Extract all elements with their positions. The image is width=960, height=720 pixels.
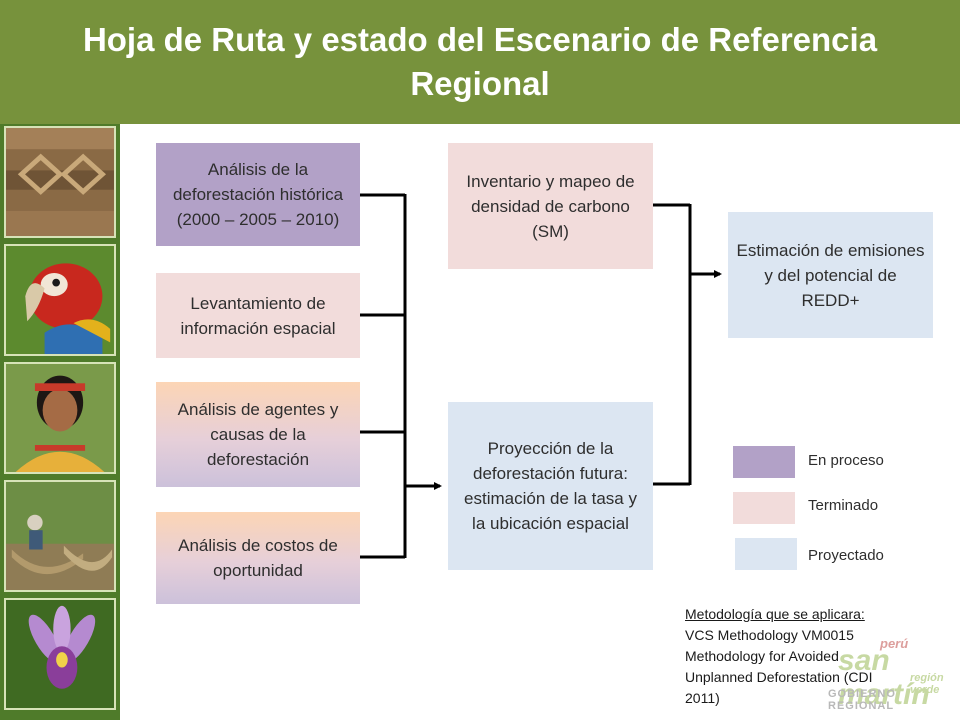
legend-swatch-projected <box>735 538 797 570</box>
methodology-title: Metodología que se aplicara: <box>685 606 865 622</box>
methodology-note: Metodología que se aplicara: VCS Methodo… <box>685 604 935 709</box>
macaw-photo <box>4 244 116 356</box>
opportunity-costs-box: Análisis de costos de oportunidad <box>156 512 360 604</box>
agents-causes-box: Análisis de agentes y causas de la defor… <box>156 382 360 487</box>
logo-sub-text: región verde <box>910 672 944 696</box>
gobierno-regional-logo: perú san martín región verde GOBIERNO RE… <box>828 636 960 712</box>
indigenous-woman-photo <box>4 362 116 474</box>
legend-label-in-process: En proceso <box>808 452 884 469</box>
page-title: Hoja de Ruta y estado del Escenario de R… <box>82 21 878 102</box>
canoe-photo <box>4 480 116 592</box>
orchid-photo <box>4 598 116 710</box>
stone-carving-photo <box>4 126 116 238</box>
legend-swatch-finished <box>733 492 795 524</box>
logo-top-text: perú <box>880 636 909 651</box>
legend-label-finished: Terminado <box>808 497 879 514</box>
title-bar: Hoja de Ruta y estado del Escenario de R… <box>0 0 960 124</box>
methodology-line: VCS Methodology VM0015 <box>685 627 854 643</box>
deforestation-projection-box: Proyección de la deforestación futura: e… <box>448 402 653 570</box>
emissions-estimation-box: Estimación de emisiones y del potencial … <box>728 212 933 338</box>
photo-strip <box>0 124 120 720</box>
legend-swatch-in-process <box>733 446 795 478</box>
logo-bottom-text: GOBIERNO REGIONAL <box>828 688 896 712</box>
methodology-line: 2011) <box>685 690 720 706</box>
carbon-inventory-box: Inventario y mapeo de densidad de carbon… <box>448 143 653 269</box>
methodology-line: Methodology for Avoided <box>685 648 839 664</box>
logo-main-text: san martín <box>838 644 930 711</box>
historic-analysis-box: Análisis de la deforestación histórica (… <box>156 143 360 246</box>
methodology-line: Unplanned Deforestation (CDI <box>685 669 873 685</box>
legend-label-projected: Proyectado <box>808 547 884 564</box>
spatial-info-box: Levantamiento de información espacial <box>156 273 360 358</box>
